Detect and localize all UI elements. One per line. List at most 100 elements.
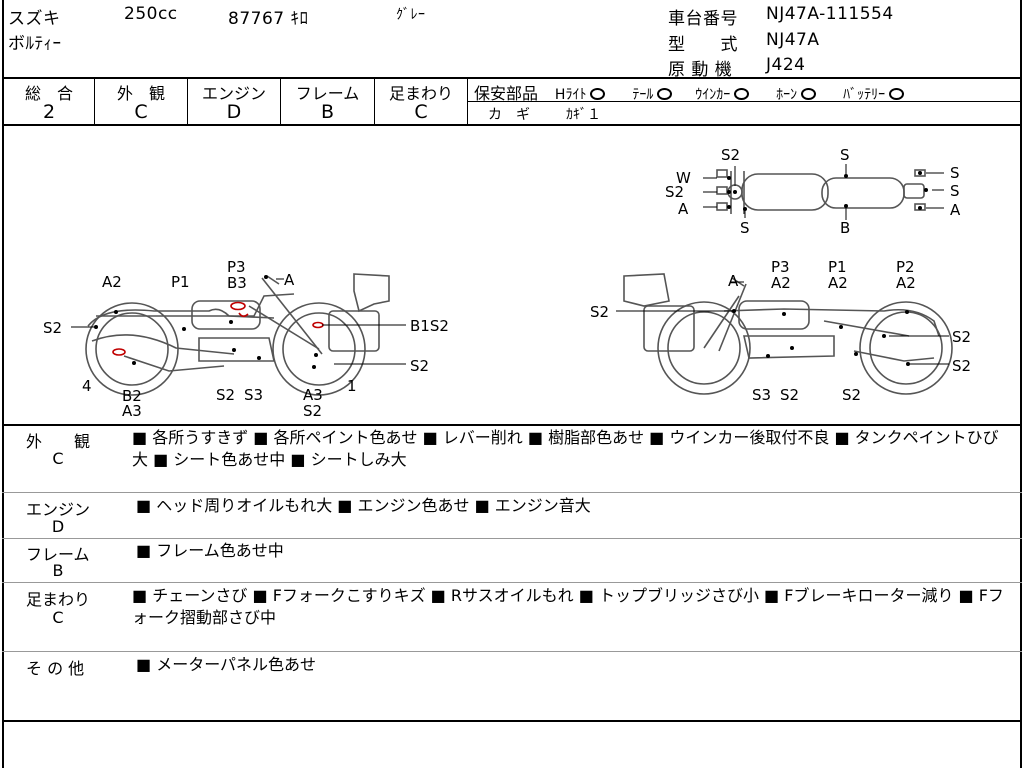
section-suspension-grade: C [52,608,64,627]
frame-right [1020,0,1022,768]
label-right-s3: S3 [752,386,771,404]
label-left-a: A [284,271,295,289]
divider-parts [467,101,1020,102]
grade-frame-label: フレーム [295,84,360,103]
divider-sec4 [2,651,1022,652]
headlight-ok-icon [590,88,606,100]
section-other-text: ■ メーターパネル色あせ [136,655,317,674]
grade-sep-4 [374,78,375,125]
label-right-p3: P3 [771,258,790,276]
model-code: NJ47A [766,30,820,50]
horn-ok-icon [801,88,817,100]
key-label: カ ギ [488,107,530,123]
label-left-a2: A2 [102,273,122,291]
section-suspension-text: ■ チェーンさび ■ Fフォークこすりキズ ■ Rサスオイルもれ ■ トップブリ… [132,586,1004,627]
grade-engine-value: D [226,101,242,123]
headlight-label: Hﾗｲﾄ [554,87,587,103]
label-left-a3-lower: A3 [122,402,142,420]
frame-left [2,0,4,768]
label-left-p3: P3 [227,258,246,276]
label-top-a-left: A [678,200,689,218]
label-left-1: 1 [347,377,357,395]
label-right-s2-bottom2: S2 [842,386,861,404]
winker-label: ｳｲﾝｶｰ [695,87,731,103]
grade-suspension-value: C [414,101,428,123]
left-side-bike [85,273,390,396]
body-color: ｸﾞﾚｰ [396,7,426,23]
section-engine-grade: D [51,517,65,536]
label-top-s-center: S [840,146,850,164]
divider-sec3 [2,582,1022,583]
label-left-s2-rear: S2 [303,402,322,420]
safety-parts-row: 保安部品 Hﾗｲﾄ ﾃｰﾙ ｳｲﾝｶｰ ﾎｰﾝ ﾊﾞｯﾃﾘｰ [474,80,908,104]
horn-label: ﾎｰﾝ [776,87,798,103]
divider-grades [2,124,1022,126]
label-right-s2-front: S2 [590,303,609,321]
divider-diagram [2,424,1022,426]
label-right-s2-bottom: S2 [780,386,799,404]
label-left-4: 4 [82,377,92,395]
label-right-a2-rear: A2 [896,274,916,292]
label-right-a2-left: A2 [771,274,791,292]
section-suspension-label: 足まわり [26,590,91,609]
label-left-s2-bottom: S2 [216,386,235,404]
displacement: 250cc [124,4,178,24]
label-left-s2-front: S2 [43,319,62,337]
grade-exterior-label: 外 観 [116,84,165,103]
section-other-label: そ の 他 [26,659,85,678]
label-top-s-rear-mid: S [950,182,960,200]
mileage: 87767 ｷﾛ [228,9,309,29]
label-top-s-rear-upper: S [950,164,960,182]
label-top-s2-left: S2 [665,183,684,201]
label-right-p2: P2 [896,258,915,276]
label-left-b2: B2 [122,387,142,405]
damage-diagram: W S2 S2 A S S S S B S S A A2 P1 P3 B3 A … [43,146,971,420]
grade-engine-label: エンジン [201,84,266,103]
label-left-p1: P1 [171,273,190,291]
section-frame-text: ■ フレーム色あせ中 [136,541,284,560]
frame-no: NJ47A-111554 [766,4,894,24]
diagram-labels-right: A P3 A2 P1 A2 P2 A2 S2 S2 S2 S3 S2 S2 [590,258,971,404]
label-right-s2-upper: S2 [952,328,971,346]
label-left-s2-right: S2 [410,357,429,375]
divider-sec1 [2,492,1022,493]
label-left-a3-rear: A3 [303,386,323,404]
label-right-a2-mid: A2 [828,274,848,292]
label-right-a: A [728,272,739,290]
label-left-b1s2: B1S2 [410,317,449,335]
label-top-s2-upper: S2 [721,146,740,164]
right-side-bike [623,273,953,395]
section-exterior-label: 外 観 [26,432,91,451]
divider-bottom [2,720,1022,722]
grade-exterior-value: C [134,101,148,123]
safety-parts-label: 保安部品 [474,84,539,103]
section-frame-label: フレーム [26,545,90,564]
label-left-s3: S3 [244,386,263,404]
grade-sep-3 [280,78,281,125]
maker: スズキ [8,9,61,29]
battery-ok-icon [889,88,905,100]
grade-frame-value: B [320,101,335,123]
grade-sep-5 [467,78,468,125]
key-value: ｶｷﾞ１ [566,107,601,123]
section-engine-text: ■ ヘッド周りオイルもれ大 ■ エンジン色あせ ■ エンジン音大 [136,496,591,515]
engine-code: J424 [766,55,806,75]
label-right-s2-lower: S2 [952,357,971,375]
grade-suspension-label: 足まわり [388,84,453,103]
model-label: 型 式 [668,35,738,55]
section-exterior-text: ■ 各所うすきず ■ 各所ペイント色あせ ■ レバー削れ ■ 樹脂部色あせ ■ … [132,428,999,469]
label-right-p1: P1 [828,258,847,276]
engine-label: 原 動 機 [668,60,733,80]
section-engine-label: エンジン [26,500,91,519]
grade-sep-2 [187,78,188,125]
taillight-ok-icon [657,88,673,100]
frame-no-label: 車台番号 [668,9,738,29]
label-top-a-right: A [950,201,961,219]
battery-label: ﾊﾞｯﾃﾘｰ [843,87,886,103]
grade-overall-label: 総 合 [24,84,73,103]
section-frame-grade: B [52,561,64,580]
label-top-s-front: S [740,219,750,237]
winker-ok-icon [734,88,750,100]
top-view-bike [716,169,926,214]
label-top-w: W [676,169,691,187]
